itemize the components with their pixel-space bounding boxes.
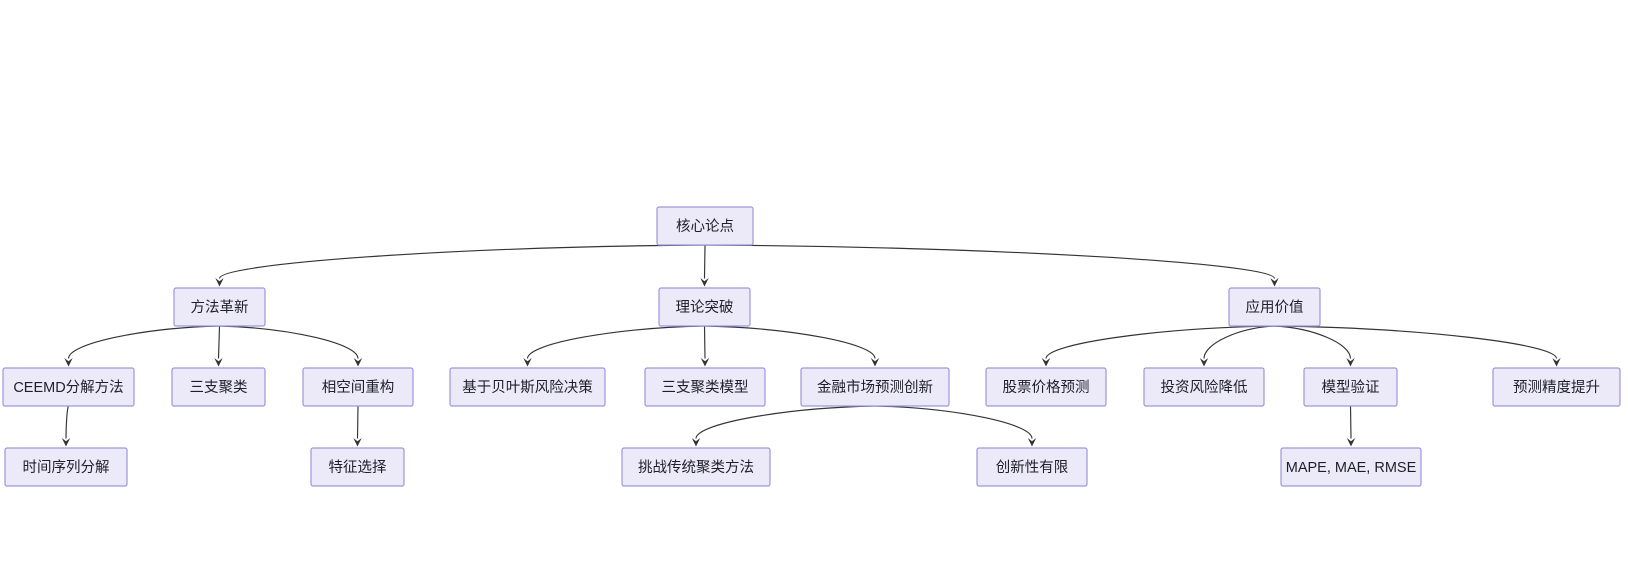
node-box[interactable] [310, 447, 405, 487]
node-box[interactable] [644, 367, 766, 407]
edge-arrowhead [64, 358, 73, 367]
nodes-layer: 核心论点方法革新 理论突破 应用价值 CEEMD分解方法三支聚类相空间重构基于贝叶斯风… [2, 206, 1621, 487]
edge-arrowhead [1346, 438, 1356, 447]
node-box[interactable] [621, 447, 771, 487]
node-n11[interactable]: 投资风险降低 [1143, 367, 1265, 407]
node-n3[interactable]: 应用价值 [1228, 287, 1321, 327]
node-n17[interactable]: 创新性有限 [976, 447, 1088, 487]
edge-n1-to-n4 [67, 325, 220, 359]
node-box[interactable] [1228, 287, 1321, 327]
node-box[interactable] [302, 367, 414, 407]
node-n16[interactable]: 挑战传统聚类方法 [621, 447, 771, 487]
node-n10[interactable]: 股票价格预测 [985, 367, 1107, 407]
edge-arrowhead [353, 438, 362, 447]
node-n0[interactable]: 核心论点 [656, 206, 754, 246]
node-box[interactable] [4, 447, 128, 487]
edge-arrowhead [1270, 278, 1279, 287]
node-box[interactable] [449, 367, 606, 407]
node-n9[interactable]: 金融市场预测创新 [800, 367, 950, 407]
edge-arrowhead [700, 278, 709, 287]
edge-arrowhead [353, 358, 363, 367]
node-n12[interactable]: 模型验证 [1303, 367, 1398, 407]
edge-n6-to-n15 [356, 405, 359, 439]
node-n14[interactable]: 时间序列分解 [4, 447, 128, 487]
edge-arrowhead [61, 438, 71, 447]
edge-n3-to-n10 [1045, 325, 1275, 359]
node-n2[interactable]: 理论突破 [658, 287, 751, 327]
node-box[interactable] [976, 447, 1088, 487]
node-n4[interactable]: CEEMD分解方法 [2, 367, 135, 407]
node-n7[interactable]: 基于贝叶斯风险决策 [449, 367, 606, 407]
edge-arrowhead [214, 358, 223, 367]
edge-n9-to-n16 [695, 405, 876, 439]
edge-n3-to-n11 [1203, 325, 1275, 359]
edge-arrowhead [523, 358, 532, 367]
edge-arrowhead [870, 358, 880, 367]
node-box[interactable] [1492, 367, 1621, 407]
edge-n1-to-n6 [219, 325, 359, 359]
edge-n2-to-n9 [704, 325, 876, 359]
node-box[interactable] [658, 287, 751, 327]
edge-n9-to-n17 [874, 405, 1033, 439]
edge-n0-to-n1 [218, 244, 706, 279]
node-n8[interactable]: 三支聚类模型 [644, 367, 766, 407]
node-box[interactable] [2, 367, 135, 407]
node-n6[interactable]: 相空间重构 [302, 367, 414, 407]
edge-n3-to-n13 [1274, 325, 1558, 359]
node-n15[interactable]: 特征选择 [310, 447, 405, 487]
node-n5[interactable]: 三支聚类 [171, 367, 266, 407]
edge-n3-to-n12 [1274, 325, 1352, 359]
edges-layer [61, 244, 1561, 447]
edge-arrowhead [691, 438, 701, 447]
edge-n2-to-n8 [703, 325, 706, 359]
edge-arrowhead [1346, 358, 1355, 367]
node-n18[interactable]: MAPE, MAE, RMSE [1280, 447, 1422, 487]
edge-n4-to-n14 [65, 405, 70, 439]
node-box[interactable] [1280, 447, 1422, 487]
edge-n2-to-n7 [526, 325, 705, 359]
edge-arrowhead [1199, 358, 1209, 367]
edge-n0-to-n2 [703, 244, 706, 279]
edge-n1-to-n5 [217, 325, 221, 359]
edge-n0-to-n3 [704, 244, 1276, 279]
node-box[interactable] [1143, 367, 1265, 407]
node-n13[interactable]: 预测精度提升 [1492, 367, 1621, 407]
edge-n12-to-n18 [1349, 405, 1352, 439]
edge-arrowhead [215, 278, 224, 287]
edge-arrowhead [1552, 358, 1561, 367]
node-box[interactable] [985, 367, 1107, 407]
edge-arrowhead [1027, 438, 1037, 447]
node-box[interactable] [171, 367, 266, 407]
node-n1[interactable]: 方法革新 [173, 287, 266, 327]
node-box[interactable] [1303, 367, 1398, 407]
node-box[interactable] [656, 206, 754, 246]
node-box[interactable] [173, 287, 266, 327]
edge-arrowhead [1041, 358, 1051, 367]
node-box[interactable] [800, 367, 950, 407]
edge-arrowhead [700, 358, 710, 367]
